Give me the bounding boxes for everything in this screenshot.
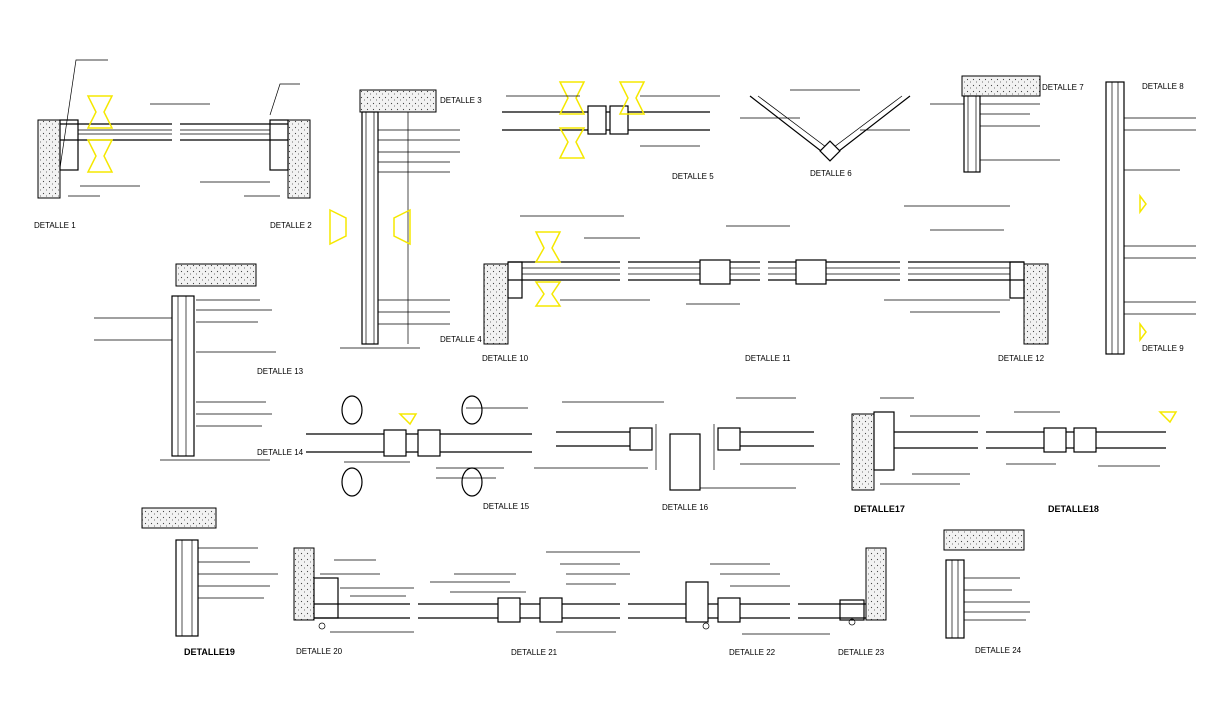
detail-6-drawing (740, 89, 911, 162)
detail-1-2-drawing (37, 59, 311, 199)
detail-17-18-drawing (851, 397, 1178, 491)
detail-13-14-drawing (94, 263, 276, 461)
label-detalle-23: DETALLE 23 (838, 648, 885, 657)
label-detalle-3: DETALLE 3 (440, 96, 482, 105)
label-detalle-21: DETALLE 21 (511, 648, 558, 657)
detail-8-9-drawing (1105, 81, 1196, 355)
detail-10-11-12-drawing (483, 205, 1049, 345)
detail-15-drawing (306, 395, 532, 497)
label-detalle-8: DETALLE 8 (1142, 82, 1184, 91)
label-detalle-12: DETALLE 12 (998, 354, 1045, 363)
label-detalle-6: DETALLE 6 (810, 169, 852, 178)
label-detalle-16: DETALLE 16 (662, 503, 709, 512)
detail-3-4-drawing (329, 89, 460, 349)
label-detalle-24: DETALLE 24 (975, 646, 1022, 655)
label-detalle-20: DETALLE 20 (296, 647, 343, 656)
label-detalle-18: DETALLE18 (1048, 504, 1099, 514)
label-detalle-13: DETALLE 13 (257, 367, 304, 376)
label-detalle-7: DETALLE 7 (1042, 83, 1084, 92)
label-detalle-1: DETALLE 1 (34, 221, 76, 230)
detail-19-drawing (141, 507, 278, 637)
label-detalle-17: DETALLE17 (854, 504, 905, 514)
label-detalle-19: DETALLE19 (184, 647, 235, 657)
detail-20-23-drawing (293, 547, 887, 635)
detail-16-drawing (534, 397, 840, 491)
label-detalle-22: DETALLE 22 (729, 648, 776, 657)
label-detalle-4: DETALLE 4 (440, 335, 482, 344)
label-detalle-10: DETALLE 10 (482, 354, 529, 363)
label-detalle-11: DETALLE 11 (745, 354, 791, 363)
label-detalle-5: DETALLE 5 (672, 172, 714, 181)
detail-24-drawing (943, 529, 1030, 639)
label-detalle-2: DETALLE 2 (270, 221, 312, 230)
detail-5-drawing (502, 81, 720, 159)
label-detalle-14: DETALLE 14 (257, 448, 304, 457)
label-detalle-15: DETALLE 15 (483, 502, 530, 511)
label-detalle-9: DETALLE 9 (1142, 344, 1184, 353)
detail-7-drawing (930, 75, 1060, 173)
